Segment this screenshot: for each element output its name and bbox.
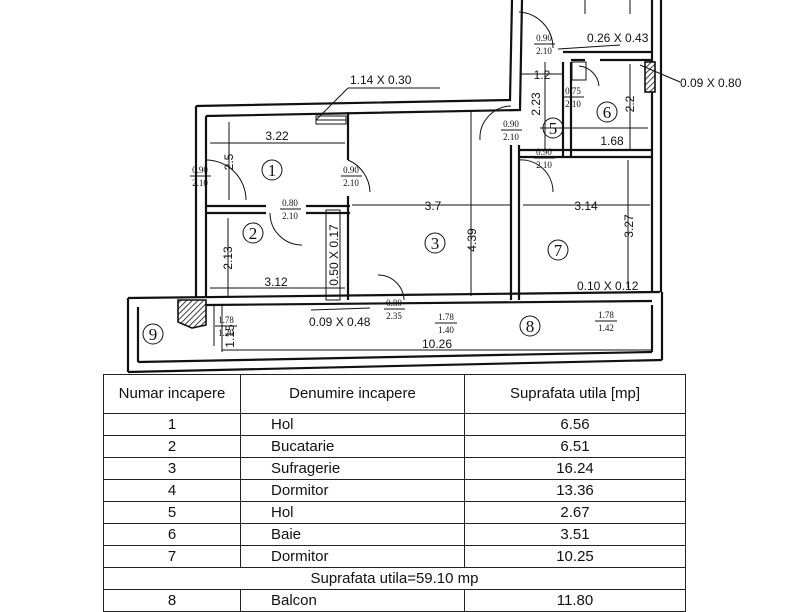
opening-3: 0.80 2.10 <box>280 198 301 221</box>
dimension-lines <box>210 44 681 352</box>
svg-text:0.80: 0.80 <box>282 198 298 208</box>
room-number-6: 6 <box>603 103 612 122</box>
svg-text:1.78: 1.78 <box>218 315 234 325</box>
dim-3-7: 3.7 <box>425 199 442 213</box>
opening-8: 0.80 2.35 <box>384 298 405 321</box>
svg-text:2.10: 2.10 <box>536 160 552 170</box>
svg-text:2.10: 2.10 <box>343 178 359 188</box>
svg-text:2.10: 2.10 <box>536 46 552 56</box>
total-row: Suprafata utila=59.10 mp <box>103 567 686 590</box>
room-number-7: 7 <box>554 241 563 260</box>
opening-6: 0.90 2.10 <box>501 119 522 142</box>
opening-2: 0.90 2.10 <box>341 165 362 188</box>
dim-1-2: 1.2 <box>534 68 551 82</box>
table-header-row: Numar incapere Denumire incapere Suprafa… <box>103 374 686 414</box>
svg-text:0.90: 0.90 <box>536 147 552 157</box>
walls <box>126 0 664 374</box>
room-area-table: Numar incapere Denumire incapere Suprafa… <box>103 374 686 612</box>
room-numbers: 1 2 3 5 6 7 8 9 <box>142 101 618 345</box>
opening-10: 1.78 1.40 <box>435 312 457 335</box>
opening-sizes: 0.90 2.10 0.90 2.10 0.80 2.10 0.90 2.10 0.75… <box>190 33 617 338</box>
door-swings <box>205 11 600 301</box>
svg-text:1.42: 1.42 <box>598 323 614 333</box>
svg-text:0.90: 0.90 <box>343 165 359 175</box>
header-usable-area: Suprafata utila [mp] <box>464 374 686 414</box>
dim-0-10x0-12: 0.10 X 0.12 <box>577 279 639 293</box>
svg-text:1.40: 1.40 <box>438 325 454 335</box>
svg-text:0.80: 0.80 <box>386 298 402 308</box>
svg-text:0.90: 0.90 <box>192 165 208 175</box>
svg-text:0.90: 0.90 <box>503 119 519 129</box>
opening-5: 0.75 2.10 <box>563 86 584 109</box>
dim-1-14x0-30: 1.14 X 0.30 <box>350 73 412 87</box>
dim-0-26x0-43: 0.26 X 0.43 <box>587 31 649 45</box>
header-room-name: Denumire incapere <box>240 374 465 414</box>
dim-4-39: 4.39 <box>465 228 479 252</box>
room-number-2: 2 <box>249 224 258 243</box>
dim-3-14: 3.14 <box>574 199 598 213</box>
svg-text:2.10: 2.10 <box>192 178 208 188</box>
dim-2-13: 2.13 <box>221 246 235 270</box>
dim-3-12: 3.12 <box>264 275 288 289</box>
dim-10-26: 10.26 <box>422 337 452 351</box>
svg-text:0.90: 0.90 <box>536 33 552 43</box>
svg-text:1.78: 1.78 <box>598 310 614 320</box>
dim-3-27: 3.27 <box>622 214 636 238</box>
svg-text:2.10: 2.10 <box>503 132 519 142</box>
room-number-8: 8 <box>526 317 535 336</box>
dim-1-15: 1.15 <box>223 324 237 348</box>
opening-11: 1.78 1.42 <box>595 310 617 333</box>
header-room-number: Numar incapere <box>103 374 241 414</box>
room-number-3: 3 <box>431 234 440 253</box>
dim-3-22: 3.22 <box>265 129 289 143</box>
total-usable-area: Suprafata utila=59.10 mp <box>103 567 686 590</box>
svg-text:0.75: 0.75 <box>565 86 581 96</box>
room-number-9: 9 <box>149 325 158 344</box>
floor-plan: 1 2 3 5 6 7 8 9 3.22 2.5 1.14 X 0.30 3.1… <box>126 0 742 374</box>
opening-9: 1.78 1.20 <box>215 315 237 338</box>
room-number-1: 1 <box>268 161 277 180</box>
svg-text:2.35: 2.35 <box>386 311 402 321</box>
dim-0-09x0-48: 0.09 X 0.48 <box>309 315 371 329</box>
dim-2-23: 2.23 <box>529 92 543 116</box>
dim-1-68: 1.68 <box>600 134 624 148</box>
svg-text:1.78: 1.78 <box>438 312 454 322</box>
dim-0-50x0-17: 0.50 X 0.17 <box>327 224 341 286</box>
room-number-5: 5 <box>549 119 558 138</box>
svg-text:2.10: 2.10 <box>282 211 298 221</box>
svg-text:2.10: 2.10 <box>565 99 581 109</box>
svg-text:1.20: 1.20 <box>218 328 234 338</box>
opening-7: 0.90 2.10 <box>534 147 555 170</box>
dim-2-5: 2.5 <box>222 153 236 170</box>
dimension-labels: 3.22 2.5 1.14 X 0.30 3.12 2.13 0.50 X 0.… <box>221 31 742 351</box>
opening-1: 0.90 2.10 <box>190 165 211 188</box>
opening-4: 0.90 2.10 <box>534 33 555 56</box>
dim-2-2: 2.2 <box>623 95 637 112</box>
dim-0-09x0-80: 0.09 X 0.80 <box>680 76 742 90</box>
